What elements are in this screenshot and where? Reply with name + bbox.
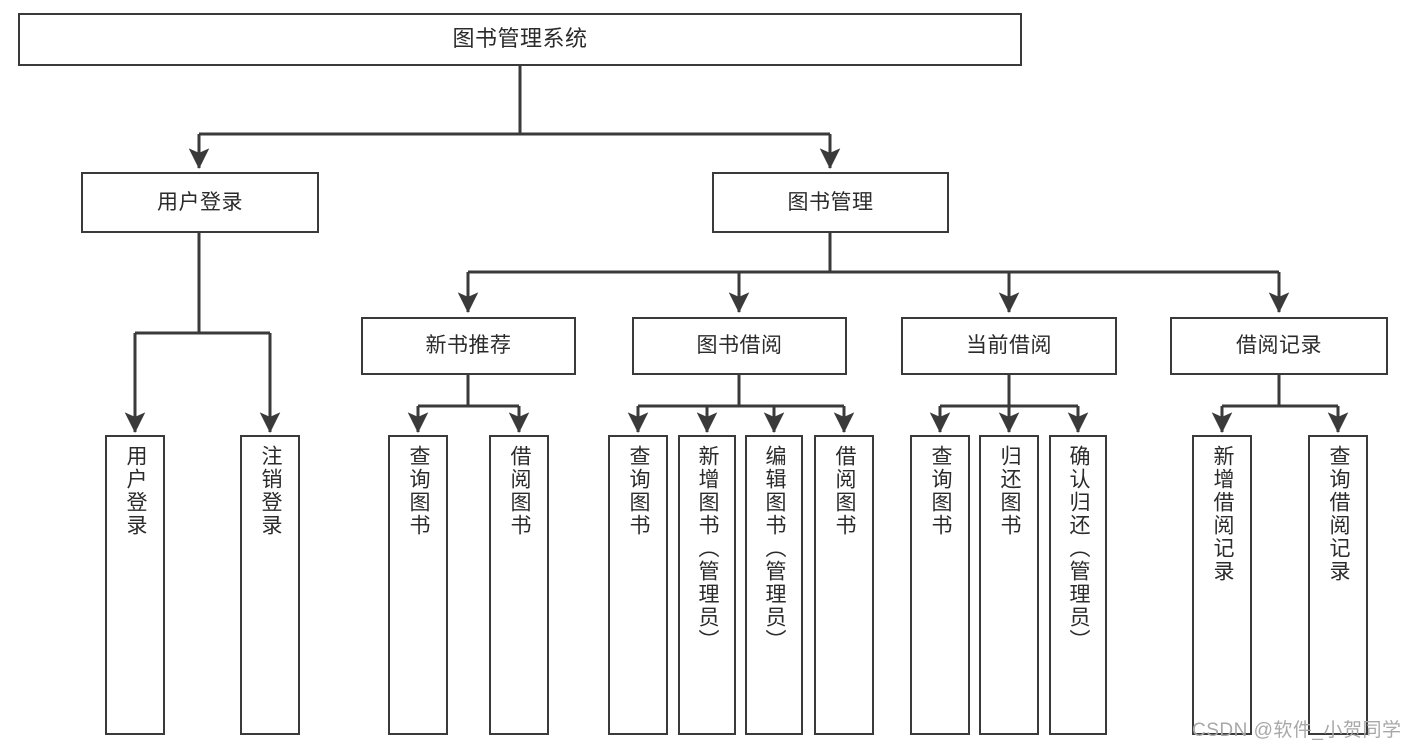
node-leaf-add-record-label: 新增借阅记录 <box>1211 445 1235 583</box>
node-leaf-return-book-label: 归还图书 <box>998 445 1022 537</box>
node-user-login[interactable]: 用户登录 <box>81 172 319 233</box>
node-leaf-add-record[interactable]: 新增借阅记录 <box>1192 435 1252 735</box>
node-book-manage[interactable]: 图书管理 <box>712 172 949 233</box>
node-leaf-add-book-label: 新增图书（管理员） <box>696 445 720 652</box>
node-leaf-user-login-label: 用户登录 <box>124 445 148 537</box>
node-leaf-borrow-book-1-label: 借阅图书 <box>508 445 532 537</box>
node-current-borrow[interactable]: 当前借阅 <box>901 317 1117 375</box>
node-leaf-logout-label: 注销登录 <box>259 445 283 537</box>
node-leaf-query-book-1[interactable]: 查询图书 <box>388 435 448 735</box>
node-leaf-confirm-return-label: 确认归还（管理员） <box>1067 445 1091 652</box>
node-leaf-query-book-3[interactable]: 查询图书 <box>910 435 970 735</box>
node-leaf-borrow-book-2[interactable]: 借阅图书 <box>814 435 874 735</box>
node-leaf-user-login[interactable]: 用户登录 <box>105 435 165 735</box>
node-leaf-confirm-return[interactable]: 确认归还（管理员） <box>1049 435 1107 735</box>
node-leaf-edit-book[interactable]: 编辑图书（管理员） <box>745 435 803 735</box>
node-new-book-recommend[interactable]: 新书推荐 <box>361 317 576 375</box>
node-leaf-query-book-2[interactable]: 查询图书 <box>608 435 668 735</box>
node-leaf-query-book-3-label: 查询图书 <box>929 445 953 537</box>
node-current-borrow-label: 当前借阅 <box>966 334 1052 358</box>
node-root[interactable]: 图书管理系统 <box>18 13 1022 66</box>
node-borrow-record[interactable]: 借阅记录 <box>1170 317 1388 375</box>
node-leaf-query-book-2-label: 查询图书 <box>627 445 651 537</box>
node-leaf-logout[interactable]: 注销登录 <box>240 435 300 735</box>
csdn-watermark: CSDN @软件_小贺同学 <box>1192 720 1402 741</box>
node-leaf-return-book[interactable]: 归还图书 <box>979 435 1039 735</box>
node-book-borrow-label: 图书借阅 <box>696 334 783 358</box>
node-book-borrow[interactable]: 图书借阅 <box>632 317 847 375</box>
node-root-label: 图书管理系统 <box>452 26 588 52</box>
node-leaf-query-record[interactable]: 查询借阅记录 <box>1308 435 1368 735</box>
node-book-manage-label: 图书管理 <box>787 190 874 214</box>
node-new-book-recommend-label: 新书推荐 <box>425 334 512 358</box>
node-leaf-edit-book-label: 编辑图书（管理员） <box>763 445 787 652</box>
node-leaf-query-record-label: 查询借阅记录 <box>1327 445 1351 583</box>
node-leaf-add-book[interactable]: 新增图书（管理员） <box>678 435 736 735</box>
node-borrow-record-label: 借阅记录 <box>1236 334 1322 358</box>
node-leaf-query-book-1-label: 查询图书 <box>407 445 431 537</box>
node-user-login-label: 用户登录 <box>157 190 243 214</box>
node-leaf-borrow-book-1[interactable]: 借阅图书 <box>489 435 549 735</box>
node-leaf-borrow-book-2-label: 借阅图书 <box>833 445 857 537</box>
